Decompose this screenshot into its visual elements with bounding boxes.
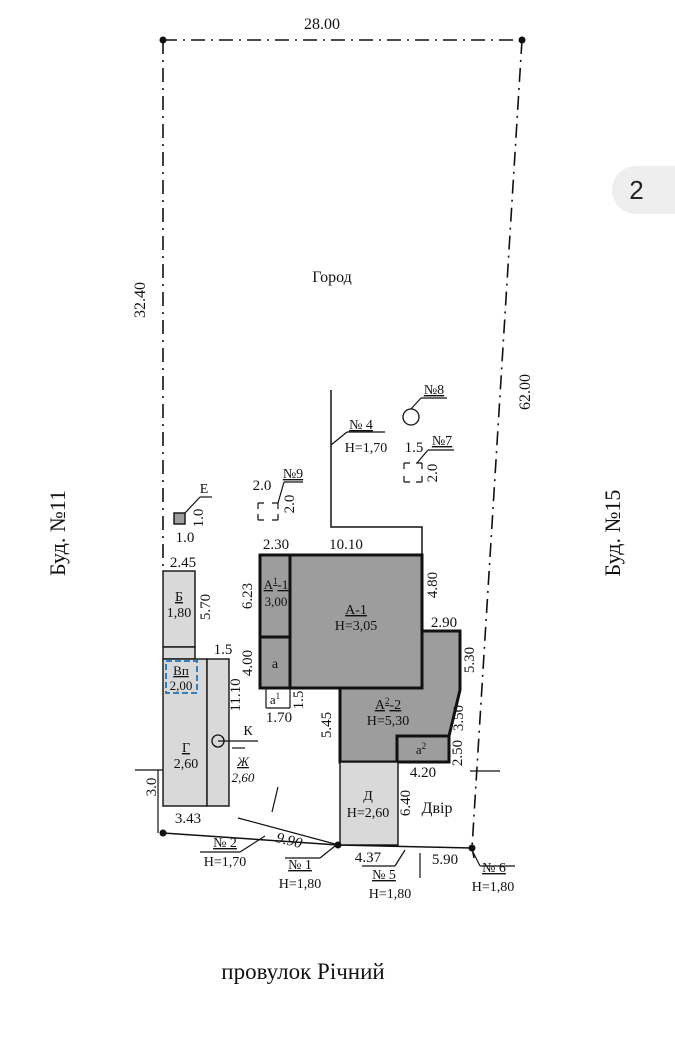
structure-2-no: № 2 — [213, 836, 237, 851]
building-a2-label: а2 — [416, 741, 426, 757]
building-a11-name: А1-1 — [264, 576, 289, 592]
dim-3-50: 3.50 — [451, 705, 467, 731]
boundary-corner-marker — [159, 36, 167, 44]
garden-label: Город — [312, 269, 352, 286]
dim-2-90: 2.90 — [431, 615, 457, 631]
dim-2-0-c: 2.0 — [425, 464, 441, 483]
dim-2-0-b: 2.0 — [282, 495, 298, 514]
neighbor-left-label: Буд. №11 — [45, 490, 70, 576]
building-e — [173, 512, 186, 525]
fence-node-marker — [334, 841, 342, 849]
dim-4-20: 4.20 — [410, 765, 436, 781]
object-7-icon — [403, 462, 423, 483]
well-k-label: К — [243, 724, 253, 739]
building-zh-height: 2,60 — [232, 770, 255, 785]
dim-1-5-a: 1.5 — [291, 691, 307, 710]
dim-5-90: 5.90 — [432, 852, 458, 868]
dim-5-45: 5.45 — [319, 712, 335, 738]
structure-4-no: № 4 — [349, 418, 373, 433]
building-vp-highlight — [165, 660, 198, 694]
building-g — [162, 658, 208, 807]
dim-11-10: 11.10 — [228, 678, 244, 711]
building-zh — [206, 658, 230, 807]
building-a11-height: 3,00 — [265, 594, 288, 609]
dim-3-0: 3.0 — [144, 778, 160, 797]
dim-6-23: 6.23 — [240, 583, 256, 609]
fences — [162, 390, 475, 859]
building-d-height: Н=2,60 — [347, 806, 390, 821]
structure-1-height: Н=1,80 — [279, 877, 322, 892]
boundary-corner-marker — [518, 36, 526, 44]
structure-4-height: Н=1,70 — [345, 441, 388, 456]
dim-9-90: 9.90 — [274, 830, 304, 852]
building-zh-name: Ж — [236, 754, 250, 769]
structure-1-no: № 1 — [288, 858, 312, 873]
page-number-badge: 2 — [612, 166, 675, 214]
buildings — [162, 408, 462, 846]
well-8-icon — [402, 408, 420, 426]
dim-5-70: 5.70 — [198, 594, 214, 620]
dim-10-10: 10.10 — [329, 537, 363, 553]
structure-7-no: №7 — [432, 434, 452, 449]
dim-2-45: 2.45 — [170, 555, 196, 571]
building-a22-height: Н=5,30 — [367, 714, 410, 729]
building-g-height: 2,60 — [174, 757, 199, 772]
neighbor-right-label: Буд. №15 — [600, 490, 625, 577]
object-9-icon — [257, 502, 279, 521]
dim-right: 62.00 — [517, 374, 534, 410]
dim-2-30: 2.30 — [263, 537, 289, 553]
building-g-name: Г — [182, 741, 190, 756]
structure-9-no: №9 — [283, 467, 303, 482]
building-a22-name: А2-2 — [375, 696, 401, 713]
yard-label: Двір — [422, 800, 453, 817]
structure-5-no: № 5 — [372, 868, 396, 883]
building-a2 — [395, 734, 451, 764]
building-vp-name: Вп — [173, 663, 189, 678]
building-b-name: Б — [175, 590, 183, 605]
dim-2-50: 2.50 — [450, 740, 466, 766]
property-boundary — [159, 36, 526, 852]
building-e-label: Е — [200, 482, 209, 497]
fence-4 — [330, 390, 423, 555]
dim-2-0-a: 2.0 — [253, 478, 272, 494]
building-a-label: а — [272, 657, 279, 672]
dim-1-70: 1.70 — [266, 710, 292, 726]
fence-1-2 — [162, 832, 339, 846]
building-d-name: Д — [363, 789, 373, 804]
dim-4-37: 4.37 — [355, 850, 382, 866]
street-label: провулок Річний — [221, 959, 384, 984]
building-a1-height: Н=3,05 — [335, 619, 378, 634]
structure-2-height: Н=1,70 — [204, 855, 247, 870]
building-a11 — [258, 553, 292, 639]
building-a1-name: А-1 — [345, 603, 367, 618]
dim-1-0-b: 1.0 — [191, 509, 207, 528]
dim-4-80: 4.80 — [425, 572, 441, 598]
dim-1-0-a: 1.0 — [176, 530, 195, 546]
dim-3-43: 3.43 — [175, 811, 201, 827]
dim-1-5-c: 1.5 — [405, 440, 424, 456]
building-b-height: 1,80 — [167, 606, 192, 621]
structure-8-no: №8 — [424, 383, 444, 398]
dim-1-5-b: 1.5 — [214, 642, 233, 658]
dim-top: 28.00 — [304, 16, 340, 33]
building-vp-height: 2,00 — [170, 678, 193, 693]
structure-5-height: Н=1,80 — [369, 887, 412, 902]
dim-4-00: 4.00 — [240, 650, 256, 676]
building-a — [258, 635, 292, 690]
leader-lines — [135, 397, 515, 878]
dim-6-40: 6.40 — [398, 790, 414, 816]
building-d — [339, 761, 399, 846]
dim-left: 32.40 — [132, 282, 149, 318]
building-a1-small-label: а1 — [270, 691, 280, 707]
dim-5-30: 5.30 — [462, 647, 478, 673]
structure-6-height: Н=1,80 — [472, 880, 515, 895]
structure-6-no: № 6 — [482, 861, 506, 876]
